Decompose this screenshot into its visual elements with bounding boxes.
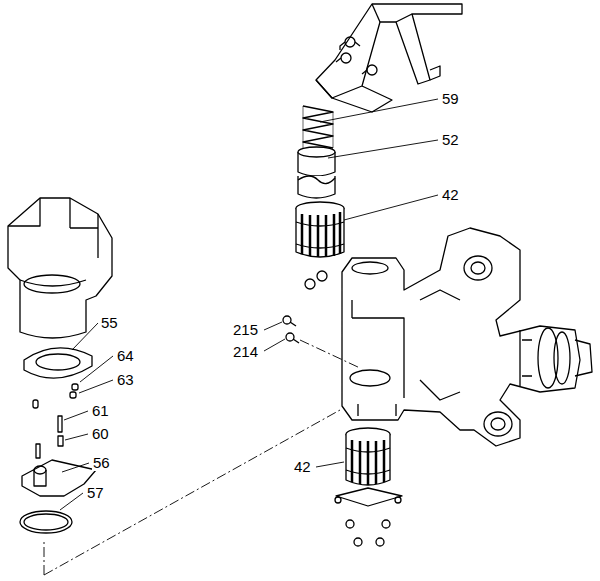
leader-line xyxy=(60,99,438,510)
callout-number: 42 xyxy=(293,458,312,475)
actuator-plate xyxy=(22,460,96,496)
callout-number: 61 xyxy=(91,402,110,419)
callout-number: 215 xyxy=(232,321,259,338)
callout-number: 42 xyxy=(441,186,460,203)
callout-number: 56 xyxy=(92,454,111,471)
plate xyxy=(24,348,92,378)
callout-number: 63 xyxy=(116,371,135,388)
mounting-bracket xyxy=(316,4,462,112)
o-ring xyxy=(20,511,72,533)
callout-number: 59 xyxy=(441,90,460,107)
callout-number: 60 xyxy=(91,425,110,442)
bottom-cap xyxy=(335,488,402,546)
sleeve xyxy=(298,147,335,198)
callout-number: 55 xyxy=(100,314,119,331)
callout-number: 57 xyxy=(86,484,105,501)
steering-knuckle xyxy=(342,228,592,446)
needle-bearing xyxy=(346,428,390,485)
callout-number: 214 xyxy=(232,343,259,360)
bolt xyxy=(283,316,299,343)
nut xyxy=(305,271,327,289)
assembly-line xyxy=(44,340,360,575)
housing xyxy=(8,198,112,338)
callout-number: 64 xyxy=(116,347,135,364)
callout-number: 52 xyxy=(441,131,460,148)
pin xyxy=(33,384,78,458)
spring xyxy=(303,106,333,148)
o-ring xyxy=(24,514,68,530)
needle-bearing xyxy=(296,202,344,257)
